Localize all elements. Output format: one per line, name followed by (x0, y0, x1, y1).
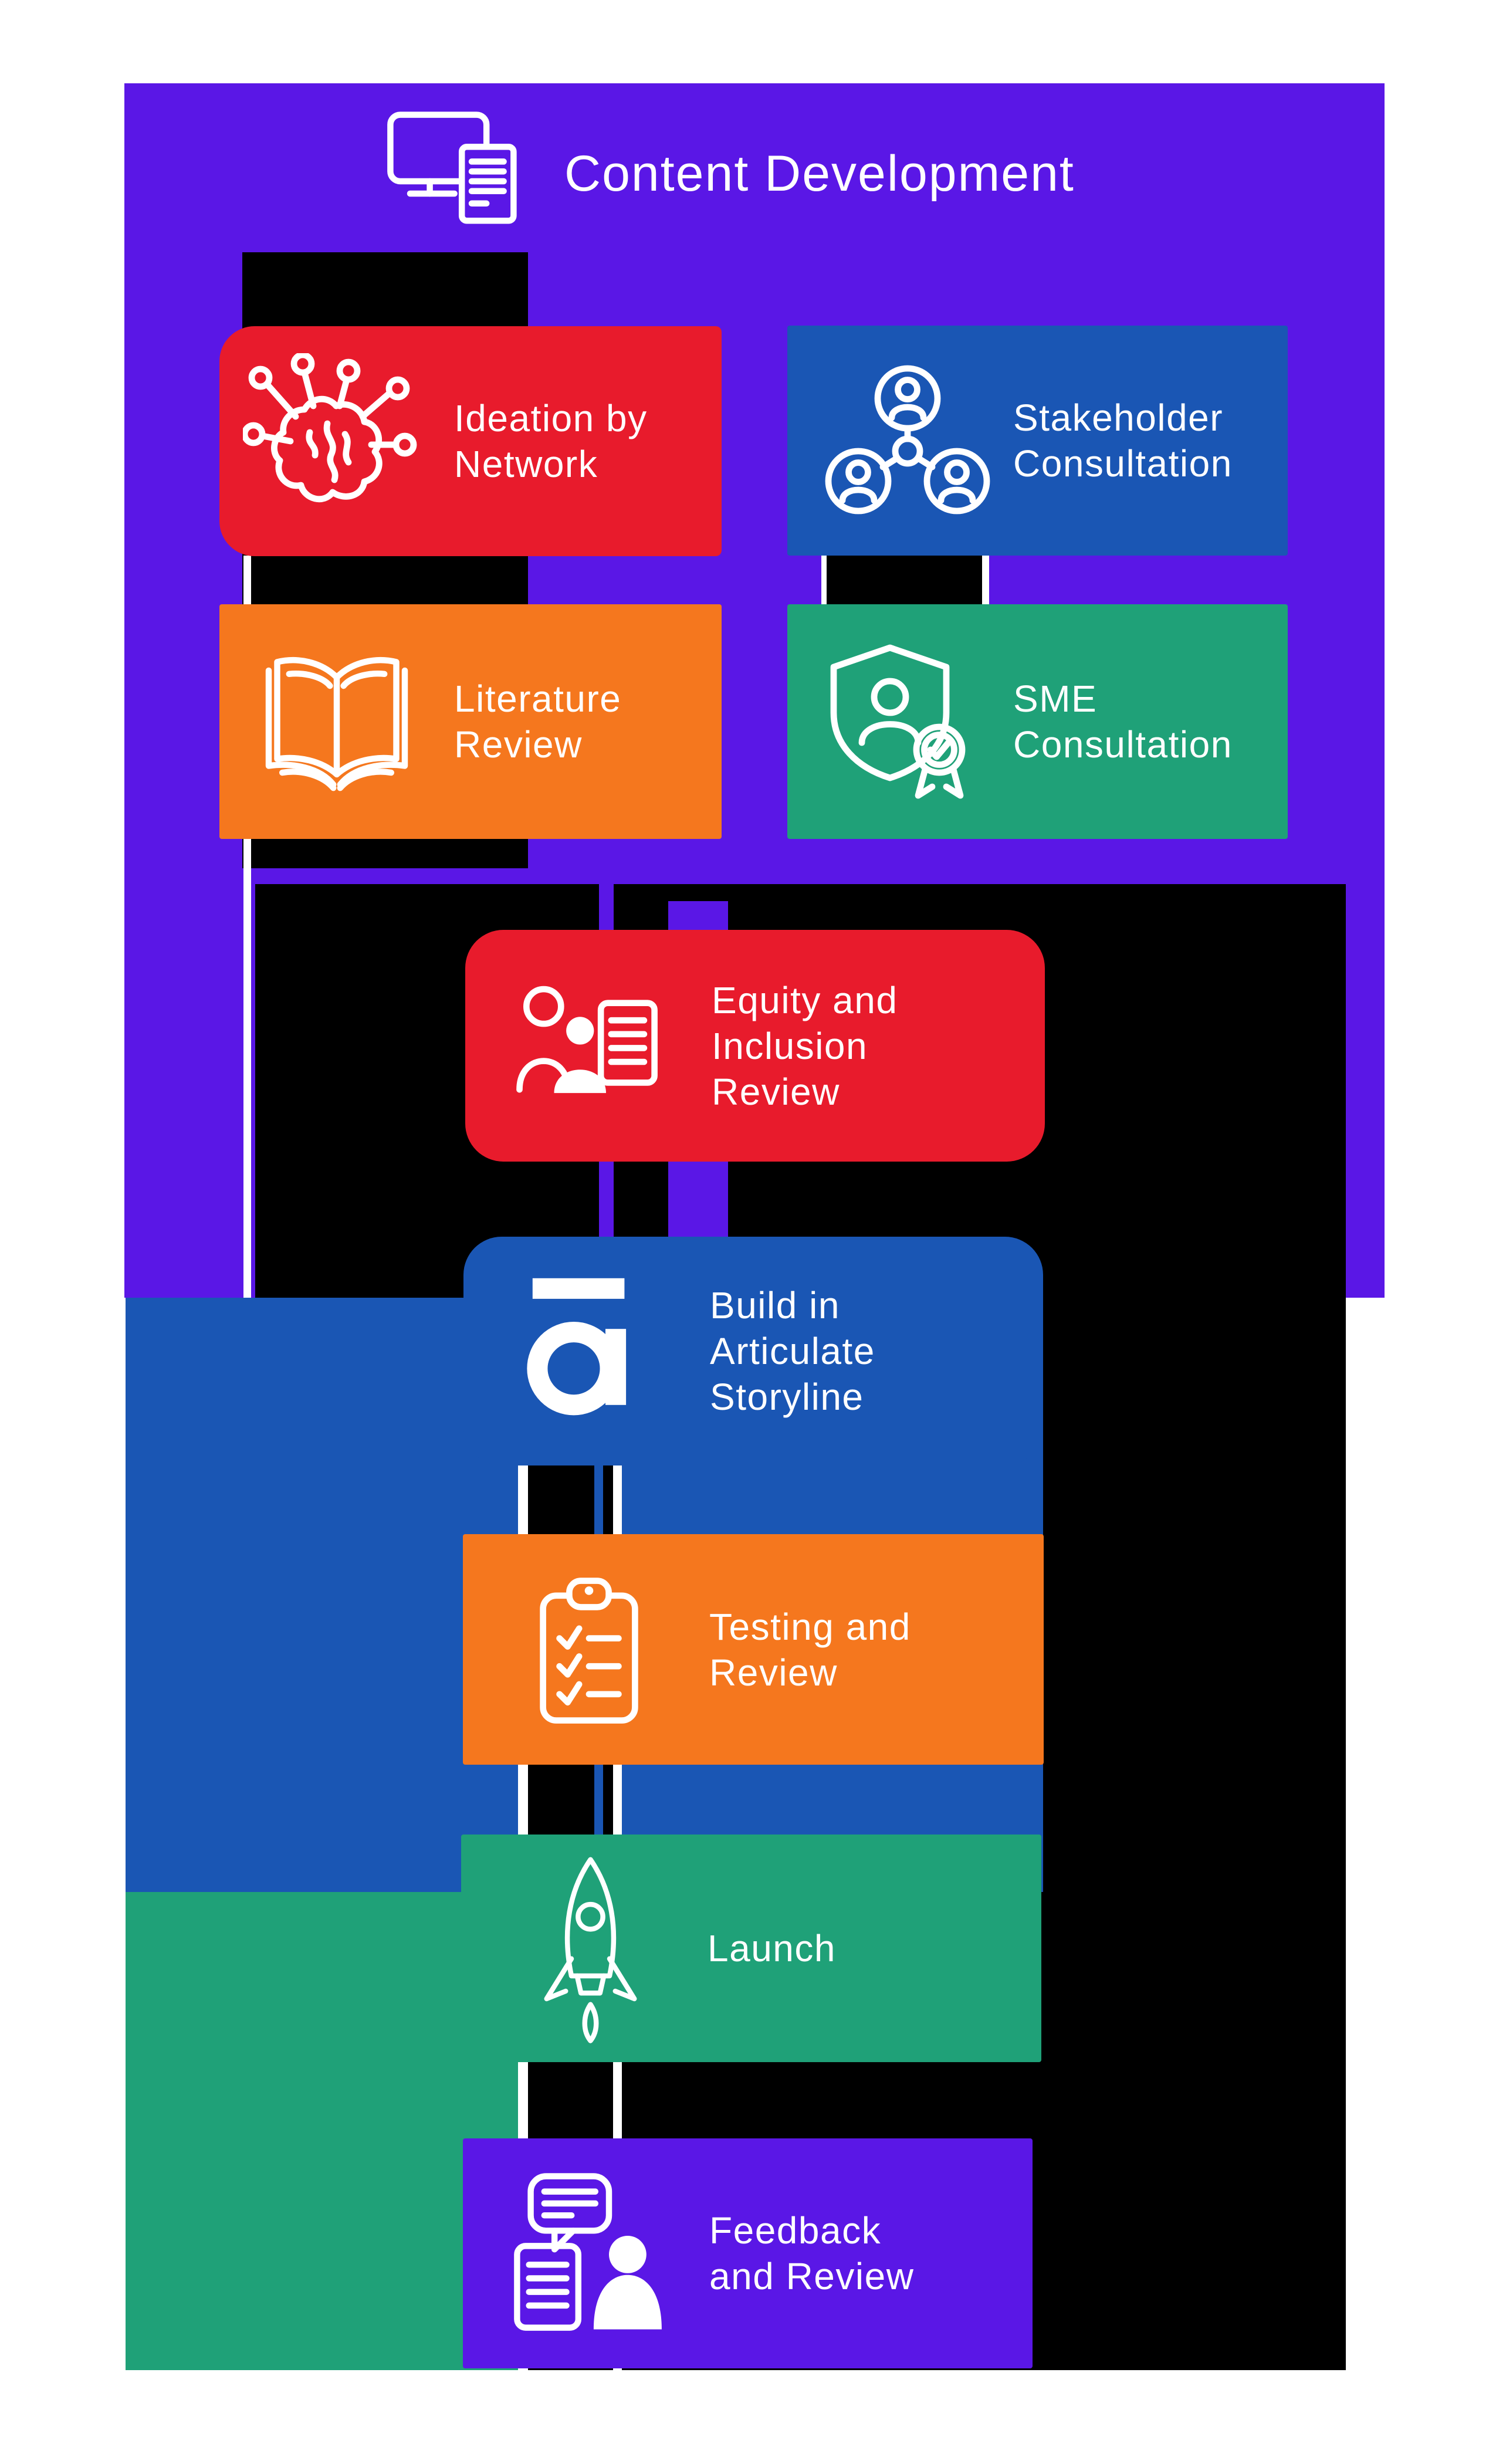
step-build-articulate-storyline: Build in Articulate Storyline (463, 1237, 1043, 1465)
gap-line-white-right-1 (821, 554, 827, 606)
background-panel-green (126, 1892, 518, 2370)
step-sme-consultation: SME Consultation (787, 604, 1288, 839)
feedback-person-icon (504, 2165, 680, 2341)
step-label: Launch (708, 1927, 836, 1969)
people-document-icon (497, 953, 679, 1135)
monitor-documents-icon (382, 107, 537, 231)
step-literature-review: Literature Review (219, 604, 722, 839)
rocket-icon (532, 1852, 649, 2046)
articulate-logo-icon (507, 1266, 672, 1436)
people-network-icon (814, 347, 1001, 534)
step-launch: Launch (461, 1835, 1041, 2062)
step-label: SME Consultation (1013, 678, 1233, 766)
step-equity-inclusion-review: Equity and Inclusion Review (465, 930, 1045, 1162)
step-testing-and-review: Testing and Review (463, 1534, 1044, 1765)
step-label: Literature Review (454, 678, 622, 766)
step-label: Build in Articulate Storyline (710, 1284, 875, 1418)
step-label: Testing and Review (709, 1605, 911, 1694)
step-label: Feedback and Review (709, 2209, 915, 2297)
connector-block-mid-3 (528, 2062, 613, 2138)
clipboard-checklist-icon (504, 1563, 674, 1739)
title-bar: Content Development (124, 83, 1385, 259)
step-ideation-by-network: Ideation by Network (219, 326, 722, 556)
brain-network-icon (237, 347, 425, 535)
step-label: Stakeholder Consultation (1013, 397, 1233, 485)
expert-shield-badge-icon (814, 628, 1001, 815)
gap-line-white-right-2 (982, 554, 989, 606)
background-panel-blue (126, 1298, 518, 1892)
page-title: Content Development (564, 145, 1075, 202)
step-label: Ideation by Network (454, 397, 648, 485)
step-label: Equity and Inclusion Review (712, 979, 898, 1113)
step-stakeholder-consultation: Stakeholder Consultation (787, 326, 1288, 556)
step-feedback-and-review: Feedback and Review (463, 2138, 1033, 2368)
connector-block-right (827, 554, 982, 606)
open-book-icon (246, 631, 428, 813)
